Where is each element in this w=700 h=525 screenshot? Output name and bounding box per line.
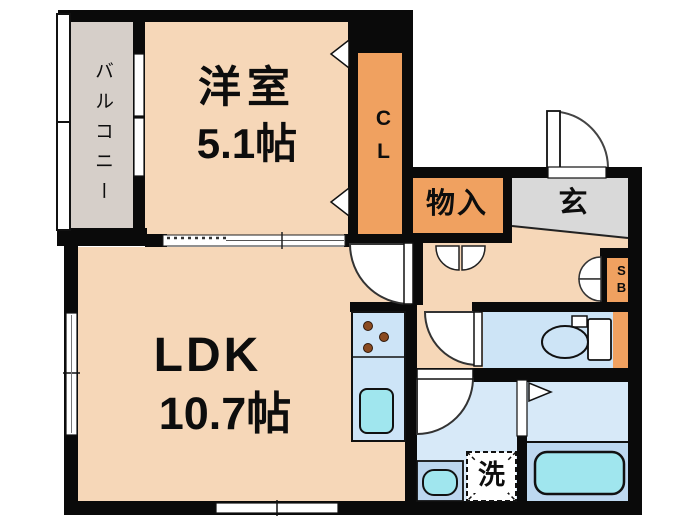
shoe-box-floor	[605, 256, 628, 304]
ldk-floor	[66, 247, 405, 503]
entrance-door-arc	[559, 111, 609, 168]
toilet-bowl-icon	[541, 325, 589, 359]
windows	[56, 13, 346, 516]
wall-storage-bottom	[402, 233, 512, 243]
storage-floor	[412, 178, 503, 233]
entrance-label: 玄	[558, 187, 588, 219]
western-room-size-label: 5.1帖	[196, 120, 298, 167]
toilet-door-leaf	[473, 311, 483, 367]
vanity-sink-icon	[422, 469, 458, 496]
closet-label: CL	[372, 107, 395, 173]
washroom-door-swing	[416, 377, 475, 436]
entrance-door-leaf	[546, 110, 561, 170]
entrance-threshold	[547, 166, 607, 179]
toilet-tank-icon	[587, 318, 612, 361]
wall-entrance-stub-left	[512, 167, 548, 178]
balcony-floor	[70, 20, 133, 232]
bathroom-door-strip	[516, 379, 528, 437]
bathtub-icon	[533, 450, 626, 496]
storage-label: 物入	[425, 188, 488, 220]
toilet-counter-band	[613, 312, 628, 372]
laundry-label: 洗	[478, 460, 505, 490]
wall-outer-right	[628, 167, 642, 513]
ldk-door-leaf	[403, 242, 414, 305]
storage-folding-door-left	[435, 245, 460, 271]
wall-shoebox-left	[600, 248, 607, 312]
bathroom-door-arrow	[528, 381, 553, 403]
wall-closet-right	[402, 12, 413, 243]
wall-outer-bottom	[64, 501, 642, 515]
wall-hall-door-post	[413, 243, 423, 305]
shoebox-door-lower	[578, 278, 602, 302]
entrance-step-edge	[511, 225, 629, 239]
storage-folding-door-right	[461, 245, 486, 271]
window-room-balcony-2	[133, 117, 145, 177]
wall-balcony-bottom	[57, 228, 147, 246]
wall-room-ldk-left-stub	[145, 234, 167, 247]
wall-entrance-stub-right	[606, 167, 642, 178]
wall-room-closet	[348, 22, 358, 236]
closet-cl-floor	[358, 50, 402, 238]
wall-toilet-top	[472, 302, 640, 312]
western-room-label: 洋室	[198, 64, 296, 112]
kitchen-sink-icon	[359, 388, 394, 434]
entrance-floor	[512, 178, 628, 238]
washroom-door-leaf	[416, 368, 474, 380]
wall-ldk-washroom	[405, 300, 417, 503]
stove-burner-icon	[363, 321, 373, 331]
toilet-button-icon	[571, 315, 588, 328]
shoe-box-label: SB	[614, 263, 629, 297]
wall-kitchen-top	[350, 302, 412, 312]
ldk-label: LDK	[153, 329, 262, 382]
walls	[57, 10, 642, 515]
wall-shoebox-top	[600, 248, 640, 258]
western-room-floor	[145, 22, 348, 236]
closet-opening-arrow-lower	[329, 186, 350, 218]
wall-storage-right	[503, 167, 512, 233]
closet-opening-arrow-upper	[329, 38, 350, 70]
washing-machine-label-bg	[474, 461, 508, 493]
wall-top	[58, 10, 413, 22]
wall-storage-top	[402, 167, 512, 178]
balcony-label: バルコニー	[92, 61, 113, 211]
wall-washroom-bath	[517, 436, 527, 501]
doors	[329, 38, 609, 437]
ldk-size-label: 10.7帖	[158, 388, 292, 439]
stove-burner-icon	[379, 332, 389, 342]
window-room-balcony-1	[133, 53, 145, 117]
stove-burner-icon	[363, 343, 373, 353]
fixtures	[351, 311, 626, 502]
